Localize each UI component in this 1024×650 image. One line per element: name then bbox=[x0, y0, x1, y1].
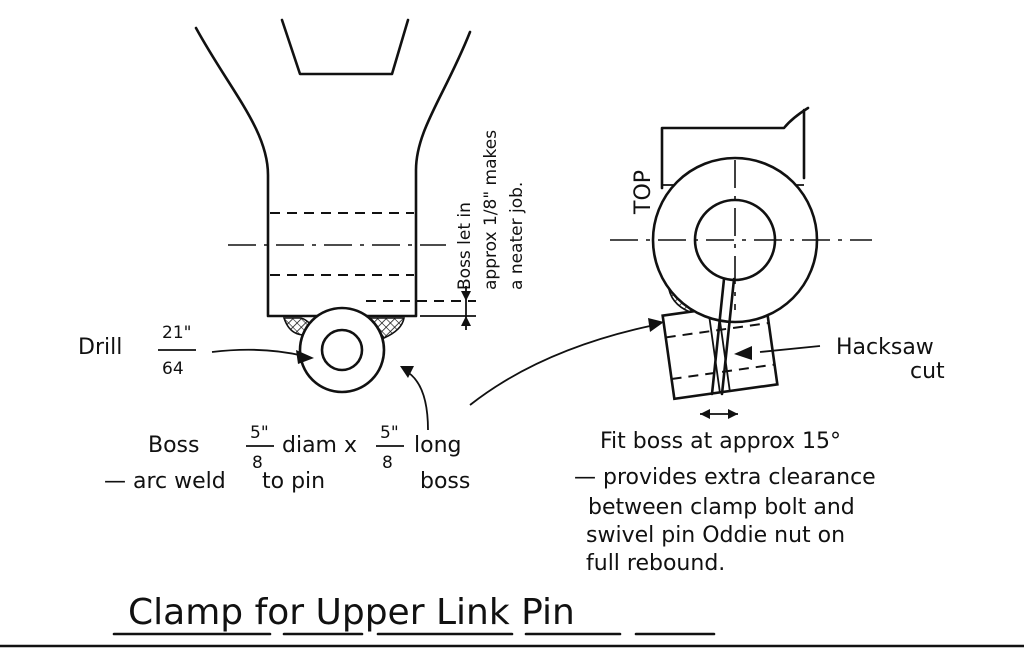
boss-letin-line2: approx 1/8" makes bbox=[481, 130, 501, 290]
fit-leader bbox=[469, 325, 651, 406]
boss-letin-line1: Boss let in bbox=[455, 202, 475, 290]
hacksaw-label-line2: cut bbox=[910, 359, 945, 384]
hacksaw-arrowhead bbox=[734, 346, 752, 360]
top-label: TOP bbox=[631, 170, 656, 215]
to-pin-text: to pin bbox=[262, 469, 325, 494]
fit-note-line3: between clamp bolt and bbox=[588, 495, 855, 520]
fit-note-line2: — provides extra clearance bbox=[574, 465, 876, 490]
left-letin-arrow-top bbox=[461, 291, 471, 301]
right-arm bbox=[660, 106, 810, 190]
drill-leader bbox=[211, 348, 305, 357]
right-view bbox=[469, 106, 872, 419]
drill-fraction-num: 21" bbox=[162, 323, 191, 343]
boss-letin-note: Boss let in approx 1/8" makes a neater j… bbox=[455, 130, 527, 290]
boss-frac2-den: 8 bbox=[382, 453, 393, 473]
boss-word2: boss bbox=[420, 469, 470, 494]
right-slot-left bbox=[710, 277, 726, 396]
arc-weld-text: — arc weld bbox=[104, 469, 226, 494]
boss-desc-word: Boss bbox=[148, 433, 199, 458]
fit-note-line1: Fit boss at approx 15° bbox=[600, 429, 841, 454]
boss-diam: diam x bbox=[282, 433, 357, 458]
hacksaw-leader bbox=[759, 345, 821, 353]
boss-arrowhead bbox=[400, 366, 414, 378]
fit-note-line4: swivel pin Oddie nut on bbox=[586, 523, 845, 548]
left-fork-notch bbox=[280, 18, 410, 76]
boss-frac1-num: 5" bbox=[250, 423, 269, 443]
left-clamp-body bbox=[194, 26, 472, 318]
gap-dim-arrow-l bbox=[700, 409, 710, 419]
right-slot-right bbox=[720, 277, 736, 396]
boss-leader bbox=[403, 369, 429, 431]
drill-label: Drill bbox=[78, 335, 122, 360]
boss-frac1-den: 8 bbox=[252, 453, 263, 473]
gap-dim-arrow-r bbox=[728, 409, 738, 419]
hacksaw-label-line1: Hacksaw bbox=[836, 335, 934, 360]
drill-fraction-den: 64 bbox=[162, 359, 184, 379]
fit-note-line5: full rebound. bbox=[586, 551, 725, 576]
diagram-title: Clamp for Upper Link Pin bbox=[128, 592, 575, 633]
boss-long: long bbox=[414, 433, 461, 458]
left-letin-arrow-bottom bbox=[461, 316, 471, 326]
boss-frac2-num: 5" bbox=[380, 423, 399, 443]
left-boss-outer bbox=[298, 306, 386, 394]
fit-arrowhead bbox=[648, 318, 664, 332]
drill-arrowhead bbox=[296, 350, 314, 364]
left-view bbox=[194, 18, 476, 431]
boss-letin-line3: a neater job. bbox=[507, 182, 527, 290]
left-boss-bore bbox=[320, 328, 364, 372]
